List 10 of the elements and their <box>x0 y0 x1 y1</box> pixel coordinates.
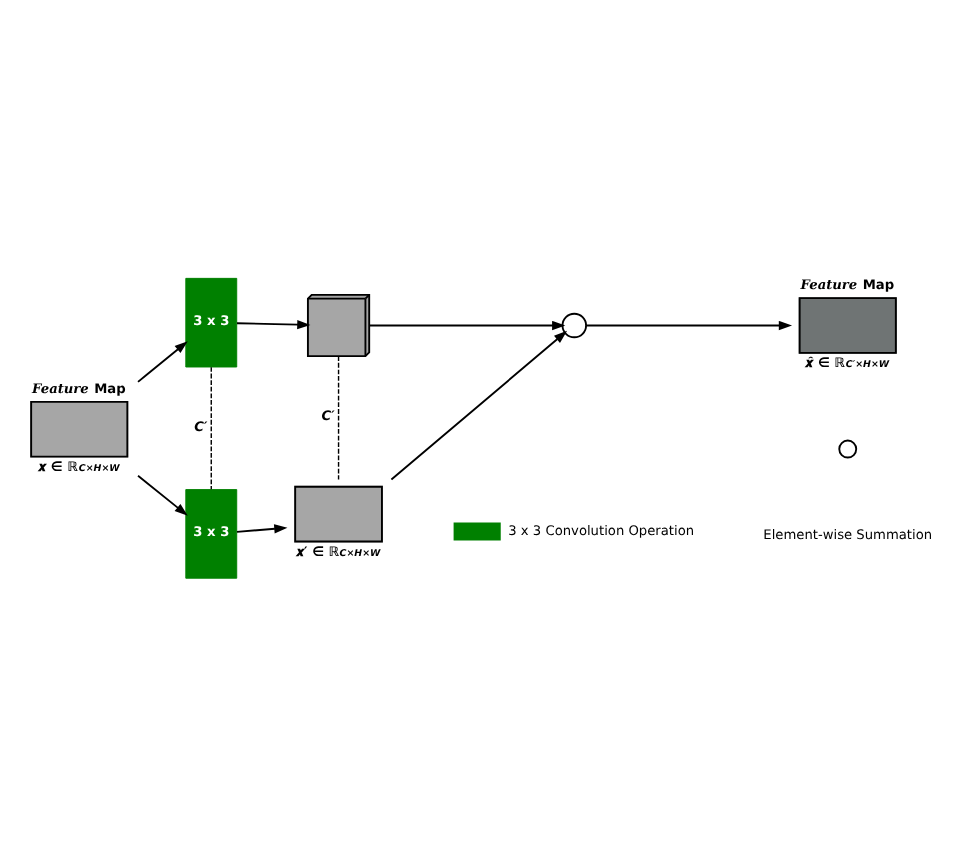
arrow <box>585 320 793 331</box>
arrow <box>137 341 188 383</box>
connector <box>210 366 212 491</box>
connector <box>337 355 340 481</box>
arrow <box>368 320 566 331</box>
node-circle <box>561 312 588 339</box>
arrow <box>137 474 188 516</box>
arrow <box>236 319 311 330</box>
arrow <box>390 330 568 481</box>
arrow <box>236 524 288 534</box>
